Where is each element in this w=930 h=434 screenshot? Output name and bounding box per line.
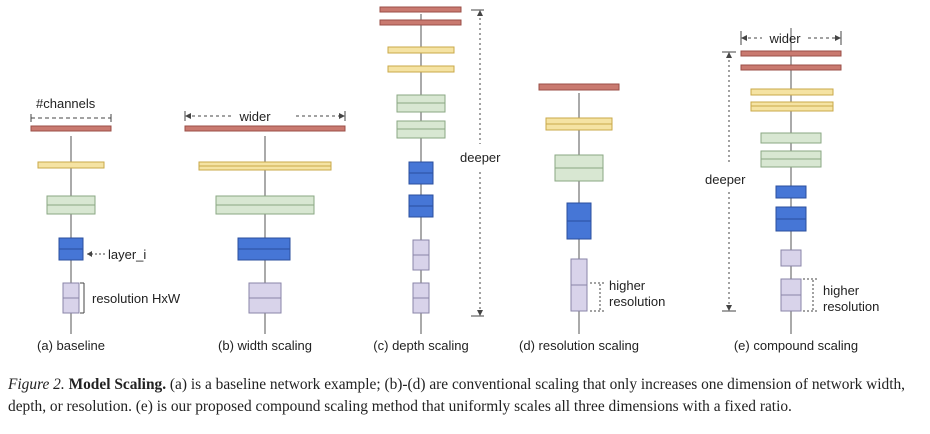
depth-red-layer-2 [379,19,462,26]
panel-resolution-scaling: higher resolution (d) resolution scaling [519,83,665,353]
panel-depth-scaling: deeper (c) depth scaling [373,6,501,353]
width-panel-label: (b) width scaling [218,338,312,353]
baseline-red-layer [30,125,112,132]
caption-text: (a) is a baseline network example; (b)-(… [8,376,906,415]
panel-compound-scaling: wider deeper higher resolution (e) compo… [705,28,879,353]
compound-yellow-layer-1 [750,88,834,96]
caption-figure-label: Figure 2. [8,376,65,393]
panel-baseline: #channels layer_i resolution HxW (a) bas… [30,96,181,353]
depth-yellow-layer-1 [387,46,455,54]
width-wider-arrow-right [339,113,345,119]
compound-wider-arrow-left [741,35,747,41]
baseline-panel-label: (a) baseline [37,338,105,353]
compound-red-layer-2 [740,64,842,71]
width-red-layer [184,125,346,132]
resolution-resolution-label: resolution [609,294,665,309]
resolution-panel-label: (d) resolution scaling [519,338,639,353]
baseline-resolution-label: resolution HxW [92,291,181,306]
figure-caption: Figure 2. Model Scaling. (a) is a baseli… [8,374,924,418]
width-wider-label: wider [238,109,271,124]
baseline-layer-arrow [87,251,92,257]
depth-deeper-label: deeper [460,150,501,165]
resolution-red-layer [538,83,620,91]
depth-panel-label: (c) depth scaling [373,338,468,353]
compound-green-layer-1 [760,132,822,144]
compound-red-layer-1 [740,50,842,57]
compound-panel-label: (e) compound scaling [734,338,858,353]
depth-yellow-layer-2 [387,65,455,73]
compound-lavender-layer-1 [780,249,802,267]
compound-wider-arrow-right [835,35,841,41]
compound-higher-label: higher [823,283,860,298]
compound-blue-layer-1 [775,185,807,199]
resolution-higher-label: higher [609,278,646,293]
depth-deeper-arrow-up [477,10,483,16]
compound-resolution-label: resolution [823,299,879,314]
width-wider-arrow-left [185,113,191,119]
compound-wider-label: wider [768,31,801,46]
depth-red-layer-1 [379,6,462,13]
compound-deeper-arrow-up [726,52,732,58]
baseline-layer-label: layer_i [108,247,146,262]
baseline-yellow-layer [37,161,105,169]
caption-title: Model Scaling. [68,376,167,393]
depth-deeper-arrow-down [477,310,483,316]
panel-width-scaling: wider (b) width scaling [184,109,346,353]
compound-deeper-label: deeper [705,172,746,187]
compound-deeper-arrow-down [726,305,732,311]
baseline-channels-label: #channels [36,96,96,111]
